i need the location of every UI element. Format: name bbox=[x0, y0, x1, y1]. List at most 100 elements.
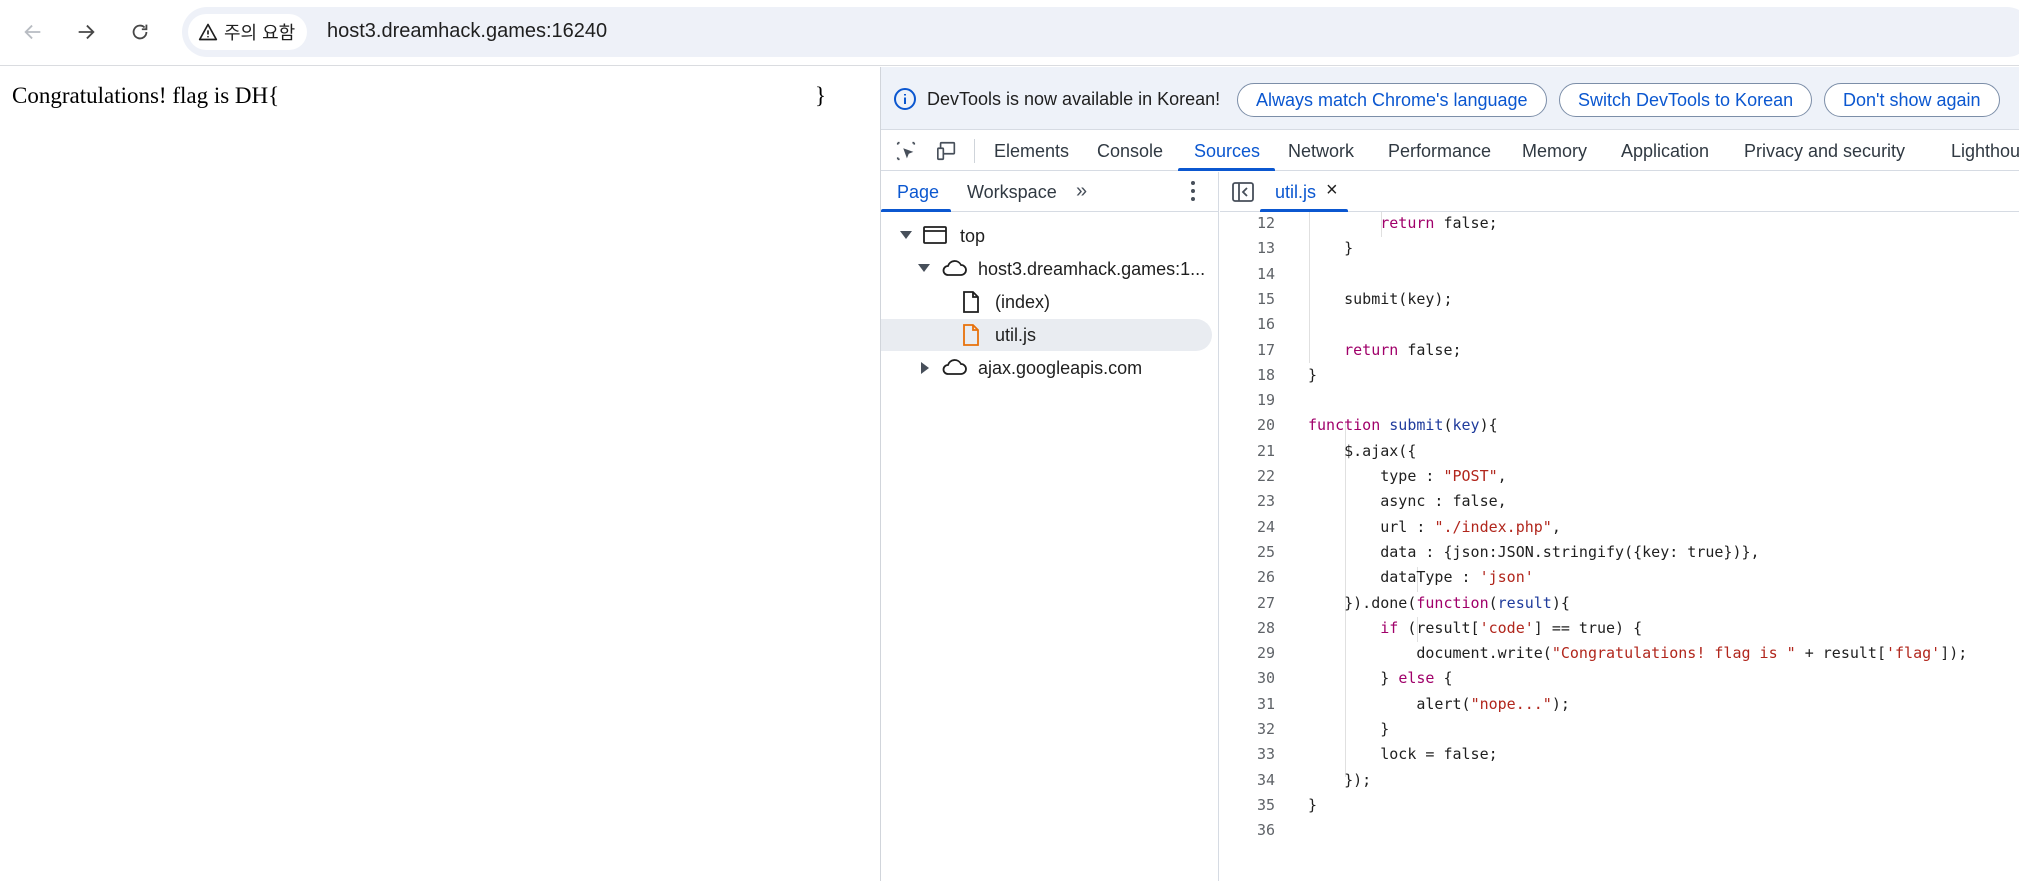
line-number[interactable]: 18 bbox=[1256, 365, 1275, 384]
switch-to-korean-button[interactable]: Switch DevTools to Korean bbox=[1559, 83, 1813, 117]
line-number[interactable]: 30 bbox=[1256, 669, 1275, 688]
line-number[interactable]: 17 bbox=[1256, 340, 1275, 359]
line-number[interactable]: 16 bbox=[1256, 315, 1275, 334]
line-number[interactable]: 26 bbox=[1256, 568, 1275, 587]
tab-page[interactable]: Page bbox=[897, 182, 940, 202]
forward-button[interactable] bbox=[66, 12, 106, 52]
code-token: submit(key); bbox=[1308, 289, 1453, 308]
code-token: document.write( bbox=[1308, 644, 1552, 663]
line-number[interactable]: 14 bbox=[1256, 264, 1275, 283]
code-line: 25 data : {json:JSON.stringify({key: tru… bbox=[1220, 541, 2019, 566]
code-line: 22 type : "POST", bbox=[1220, 465, 2019, 490]
code-token: false; bbox=[1398, 340, 1462, 359]
line-number[interactable]: 32 bbox=[1256, 720, 1275, 738]
code-area[interactable]: 12 return false; 13 } 14 15 submit(key); 16 1… bbox=[1220, 212, 2019, 881]
line-number[interactable]: 36 bbox=[1256, 821, 1275, 840]
expand-arrow-icon bbox=[918, 264, 930, 272]
line-number[interactable]: 23 bbox=[1256, 492, 1275, 511]
line-number[interactable]: 20 bbox=[1256, 416, 1275, 435]
device-toolbar-icon[interactable] bbox=[935, 140, 959, 162]
security-chip-label: 주의 요함 bbox=[224, 23, 296, 43]
code-text: function submit(key){ bbox=[1308, 416, 1498, 434]
tab-workspace[interactable]: Workspace bbox=[967, 182, 1057, 202]
line-number[interactable]: 19 bbox=[1256, 391, 1275, 410]
devtools-panel: DevTools is now available in Korean! Alw… bbox=[880, 67, 2019, 881]
address-bar[interactable]: 주의 요함 host3.dreamhack.games:16240 bbox=[182, 7, 2019, 57]
code-token: }); bbox=[1308, 770, 1372, 789]
code-line: 28 if (result['code'] == true) { bbox=[1220, 617, 2019, 642]
tree-item-ajax-googleapis[interactable]: ajax.googleapis.com bbox=[881, 352, 1219, 384]
active-tab-indicator bbox=[1178, 168, 1275, 171]
security-chip[interactable]: 주의 요함 bbox=[188, 14, 308, 50]
code-text: url : "./index.php", bbox=[1308, 518, 1561, 536]
code-token: url : bbox=[1308, 517, 1435, 536]
line-number[interactable]: 35 bbox=[1256, 795, 1275, 814]
line-number[interactable]: 12 bbox=[1256, 214, 1275, 232]
code-line: 19 bbox=[1220, 389, 2019, 414]
back-button[interactable] bbox=[13, 12, 53, 52]
tab-console[interactable]: Console bbox=[1097, 141, 1164, 161]
tab-application[interactable]: Application bbox=[1621, 141, 1710, 161]
code-line: 21 $.ajax({ bbox=[1220, 440, 2019, 465]
line-number[interactable]: 15 bbox=[1256, 289, 1275, 308]
expand-arrow-icon bbox=[900, 231, 912, 239]
line-number[interactable]: 25 bbox=[1256, 542, 1275, 561]
warning-icon bbox=[198, 23, 218, 41]
code-line: 20 function submit(key){ bbox=[1220, 414, 2019, 439]
tab-lighthouse[interactable]: Lighthou bbox=[1951, 141, 2019, 161]
always-match-language-button[interactable]: Always match Chrome's language bbox=[1237, 83, 1547, 117]
code-token bbox=[1308, 619, 1380, 637]
tree-item-util-js[interactable]: util.js bbox=[881, 319, 1212, 351]
tab-elements[interactable]: Elements bbox=[994, 141, 1070, 161]
code-token: } bbox=[1308, 720, 1390, 738]
line-number[interactable]: 29 bbox=[1256, 644, 1275, 663]
page-closing-brace: } bbox=[815, 83, 827, 108]
tab-network[interactable]: Network bbox=[1288, 141, 1355, 161]
tree-item-host[interactable]: host3.dreamhack.games:1... bbox=[881, 253, 1219, 285]
reload-button[interactable] bbox=[120, 12, 160, 52]
code-token: (result[ bbox=[1398, 618, 1480, 637]
url-text[interactable]: host3.dreamhack.games:16240 bbox=[327, 20, 608, 42]
code-token: function bbox=[1416, 593, 1489, 612]
code-token: $.ajax({ bbox=[1308, 441, 1417, 460]
code-text: if (result['code'] == true) { bbox=[1308, 619, 1642, 637]
line-number[interactable]: 27 bbox=[1256, 593, 1275, 612]
tree-item-label: ajax.googleapis.com bbox=[978, 358, 1143, 378]
line-number[interactable]: 34 bbox=[1256, 770, 1275, 789]
tree-item-top[interactable]: top bbox=[881, 220, 1219, 252]
more-options-icon[interactable] bbox=[1189, 180, 1197, 202]
code-token: "./index.php" bbox=[1434, 517, 1552, 536]
code-text: } bbox=[1308, 796, 1317, 814]
code-token: return bbox=[1380, 214, 1435, 232]
code-token: { bbox=[1434, 669, 1453, 688]
more-tabs-button[interactable]: » bbox=[1076, 180, 1088, 202]
code-token: } bbox=[1308, 365, 1318, 384]
close-tab-icon[interactable]: × bbox=[1326, 179, 1338, 201]
info-icon bbox=[894, 88, 916, 110]
tab-privacy-security[interactable]: Privacy and security bbox=[1744, 141, 1906, 161]
line-number[interactable]: 13 bbox=[1256, 239, 1275, 258]
code-token: false; bbox=[1434, 214, 1498, 232]
active-navigator-tab-indicator bbox=[881, 209, 951, 212]
sources-navigator: Page Workspace » top host3.dreamhack.gam… bbox=[881, 172, 1219, 881]
code-text: async : false, bbox=[1308, 492, 1506, 510]
line-number[interactable]: 24 bbox=[1256, 517, 1275, 536]
inspect-element-icon[interactable] bbox=[894, 140, 918, 162]
tab-sources[interactable]: Sources bbox=[1194, 141, 1261, 161]
toolbar-divider bbox=[974, 139, 975, 163]
line-number[interactable]: 28 bbox=[1256, 618, 1275, 637]
tree-item-index[interactable]: (index) bbox=[881, 286, 1219, 318]
code-text: dataType : 'json' bbox=[1308, 568, 1534, 586]
toggle-navigator-icon[interactable] bbox=[1232, 182, 1254, 202]
line-number[interactable]: 33 bbox=[1256, 745, 1275, 764]
dont-show-again-button[interactable]: Don't show again bbox=[1824, 83, 2000, 117]
active-file-tab-indicator bbox=[1260, 209, 1348, 212]
line-number[interactable]: 22 bbox=[1256, 467, 1275, 485]
code-token: ]); bbox=[1940, 644, 1968, 663]
tree-item-label: top bbox=[960, 226, 986, 246]
tab-performance[interactable]: Performance bbox=[1388, 141, 1492, 161]
line-number[interactable]: 31 bbox=[1256, 694, 1275, 713]
file-tab-util-js[interactable]: util.js bbox=[1275, 182, 1317, 202]
line-number[interactable]: 21 bbox=[1256, 441, 1275, 460]
tab-memory[interactable]: Memory bbox=[1522, 141, 1588, 161]
